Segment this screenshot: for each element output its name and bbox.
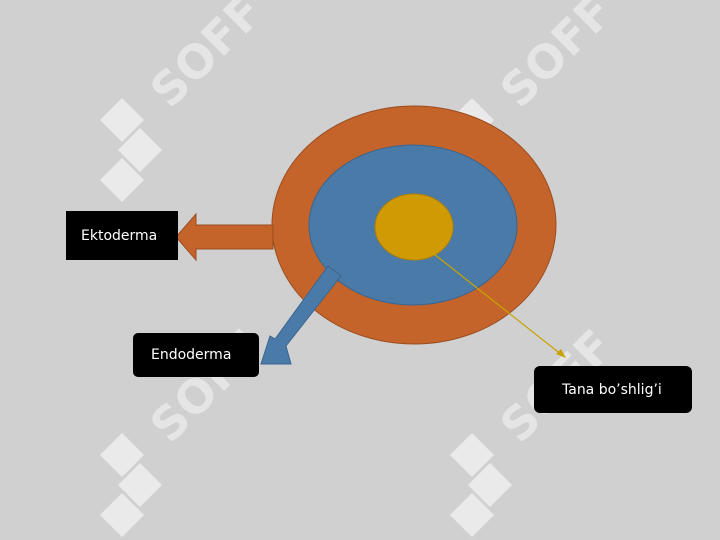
label-tana-boshligi: Tana bo’shlig’i <box>534 366 692 413</box>
label-ektoderma-text: Ektoderma <box>81 227 158 244</box>
label-ektoderma: Ektoderma <box>66 211 178 260</box>
endoderm-arrow <box>260 265 342 365</box>
label-endoderma-text: Endoderma <box>151 347 232 363</box>
watermark-text-1: SOFF <box>140 0 274 118</box>
cavity-pointer-line <box>433 253 563 356</box>
watermark-top-left <box>100 98 162 202</box>
watermark-text-2: SOFF <box>490 0 624 118</box>
ectoderm-arrow <box>175 212 274 262</box>
body-cavity <box>374 193 454 261</box>
watermark-bottom-right <box>450 433 512 537</box>
label-endoderma: Endoderma <box>133 333 259 377</box>
label-tana-boshligi-text: Tana bo’shlig’i <box>562 381 662 398</box>
watermark-bottom-left <box>100 433 162 537</box>
cavity-pointer-head <box>556 349 566 358</box>
